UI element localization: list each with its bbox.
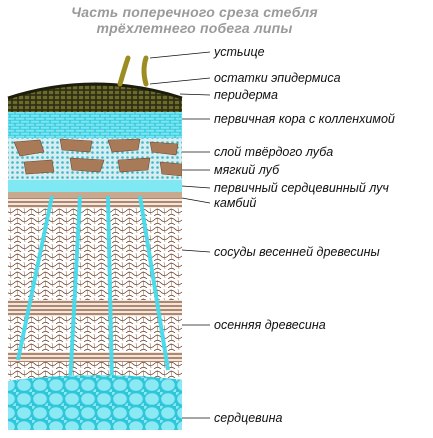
label-epidermis-remains: остатки эпидермиса bbox=[214, 71, 341, 85]
label-primary-ray: первичный сердцевинный луч bbox=[214, 181, 389, 195]
label-pith: сердцевина bbox=[214, 411, 283, 425]
autumn-wood-band bbox=[8, 198, 182, 208]
medullary-rays bbox=[16, 195, 170, 386]
diagram-title-line-1: Часть поперечного среза стебля bbox=[71, 4, 318, 20]
autumn-wood-band bbox=[8, 300, 182, 316]
label-autumn-wood: осенняя древесина bbox=[214, 318, 326, 332]
pith-layer bbox=[8, 375, 182, 430]
primary-ray-band bbox=[8, 180, 182, 192]
hard-bast-patches bbox=[13, 138, 182, 177]
label-stomata: устьице bbox=[214, 45, 265, 59]
label-spring-vessels: сосуды весенней древесины bbox=[214, 245, 380, 259]
stomata-drawing bbox=[117, 55, 149, 87]
label-hard-bast: слой твёрдого луба bbox=[214, 145, 334, 159]
leader-lines bbox=[149, 51, 211, 419]
cambium-layer bbox=[8, 192, 182, 198]
label-soft-bast: мягкий луб bbox=[214, 163, 280, 177]
label-periderm: перидерма bbox=[214, 88, 278, 102]
stem-tissues bbox=[8, 84, 182, 430]
label-primary-cortex: первичная кора с колленхимой bbox=[214, 112, 395, 126]
stem-outline bbox=[7, 82, 183, 100]
diagram-title-line-2: трёхлетнего побега липы bbox=[96, 20, 293, 36]
autumn-wood-band bbox=[8, 352, 182, 362]
label-cambium: камбий bbox=[214, 196, 257, 210]
